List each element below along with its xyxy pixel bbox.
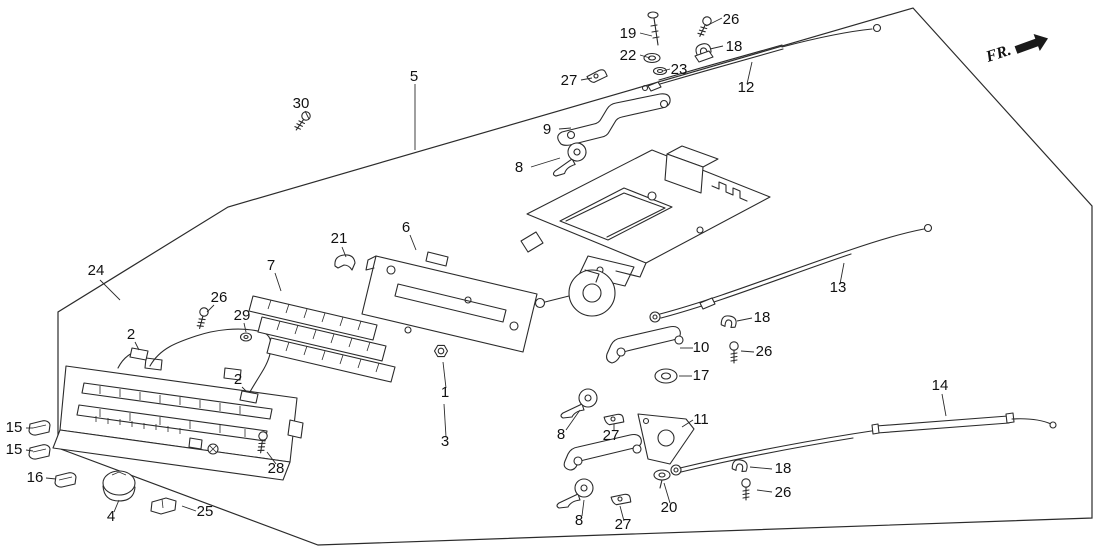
grommet-29	[239, 332, 253, 342]
callout-14: 14	[932, 377, 949, 394]
callout-7: 7	[267, 257, 275, 274]
callout-12: 12	[738, 79, 755, 96]
screw-26-left	[194, 306, 210, 331]
callout-15-upper: 15	[6, 419, 23, 436]
callout-19: 19	[620, 25, 637, 42]
wire-connector-1	[129, 347, 149, 361]
screw-30	[292, 109, 313, 133]
heater-bracket	[520, 145, 771, 287]
lever-lower	[563, 433, 642, 471]
callout-29: 29	[234, 307, 251, 324]
callout-26-mid: 26	[756, 343, 773, 360]
cam-8-top	[548, 141, 590, 177]
callout-20: 20	[661, 499, 678, 516]
callout-1: 1	[441, 384, 449, 401]
callout-30: 30	[293, 95, 310, 112]
screw-19	[647, 11, 660, 46]
callout-18-mid: 18	[754, 309, 771, 326]
actuator	[534, 269, 616, 317]
clip-15-upper	[28, 420, 51, 436]
callout-28: 28	[268, 460, 285, 477]
leader-lines	[25, 17, 947, 522]
callout-23: 23	[671, 61, 688, 78]
cable-12	[641, 23, 882, 92]
callout-labels: 26 19 18 22 23 27 12 30 9 5 8 21 6 7 24 …	[6, 11, 949, 533]
clip-16	[54, 472, 77, 488]
callout-27-mid: 27	[603, 427, 620, 444]
lever-10	[606, 325, 684, 364]
clamp-27-top	[585, 68, 609, 85]
diagram-frame	[57, 7, 1093, 546]
bracket-11	[637, 413, 695, 465]
screw-26-mid	[729, 341, 739, 364]
callout-16: 16	[27, 469, 44, 486]
callout-22: 22	[620, 47, 637, 64]
screw-26-bottom	[741, 478, 751, 501]
cam-8-mid	[560, 388, 598, 419]
control-knob	[102, 470, 136, 502]
panel-slot-ticks	[95, 386, 246, 437]
callout-6: 6	[402, 219, 410, 236]
fr-label: FR.	[983, 42, 1013, 66]
callout-8-bottom: 8	[575, 512, 583, 529]
cable-14	[670, 412, 1057, 476]
callout-5: 5	[410, 68, 418, 85]
control-panel-assembly	[52, 357, 304, 481]
wire-connector-2	[239, 390, 259, 404]
lever-9	[557, 93, 671, 146]
callout-8-top: 8	[515, 159, 523, 176]
callout-25: 25	[197, 503, 214, 520]
callout-24: 24	[88, 262, 105, 279]
callout-13: 13	[830, 279, 847, 296]
callout-21: 21	[331, 230, 348, 247]
clamp-27-bottom	[609, 492, 632, 507]
clip-25	[150, 497, 177, 515]
fr-arrow-icon	[1014, 34, 1048, 54]
clip-18-bottom	[731, 458, 749, 473]
washer-23	[652, 66, 668, 76]
clip-21	[334, 254, 356, 271]
cam-8-bottom	[556, 478, 594, 509]
callout-3: 3	[441, 433, 449, 450]
callout-26-left: 26	[211, 289, 228, 306]
slide-plate-6	[361, 251, 538, 353]
fr-direction-indicator: FR.	[983, 34, 1048, 66]
grommet-20	[653, 469, 671, 489]
callout-18-bottom: 18	[775, 460, 792, 477]
washer-22	[643, 52, 661, 64]
callout-11: 11	[693, 411, 709, 428]
callout-2-first: 2	[127, 326, 135, 343]
callout-10: 10	[693, 339, 710, 356]
screw-26-top	[695, 14, 714, 39]
panel-button	[188, 437, 203, 450]
clip-18-mid	[720, 314, 738, 329]
wire-harness	[117, 328, 272, 404]
callout-8-mid: 8	[557, 426, 565, 443]
callout-2-second: 2	[234, 371, 242, 388]
callout-15-lower: 15	[6, 441, 23, 458]
louver-stack-7	[248, 295, 396, 383]
callout-27-top: 27	[561, 72, 578, 89]
nut-1	[433, 344, 449, 358]
clip-15-lower	[28, 444, 51, 460]
grommet-17	[654, 368, 678, 384]
callout-27-bottom: 27	[615, 516, 632, 533]
callout-18-top: 18	[726, 38, 743, 55]
cable-13	[649, 223, 933, 323]
callout-17: 17	[693, 367, 710, 384]
callout-26-bottom: 26	[775, 484, 792, 501]
callout-9: 9	[543, 121, 551, 138]
callout-26-top: 26	[723, 11, 740, 28]
callout-4: 4	[107, 508, 115, 525]
